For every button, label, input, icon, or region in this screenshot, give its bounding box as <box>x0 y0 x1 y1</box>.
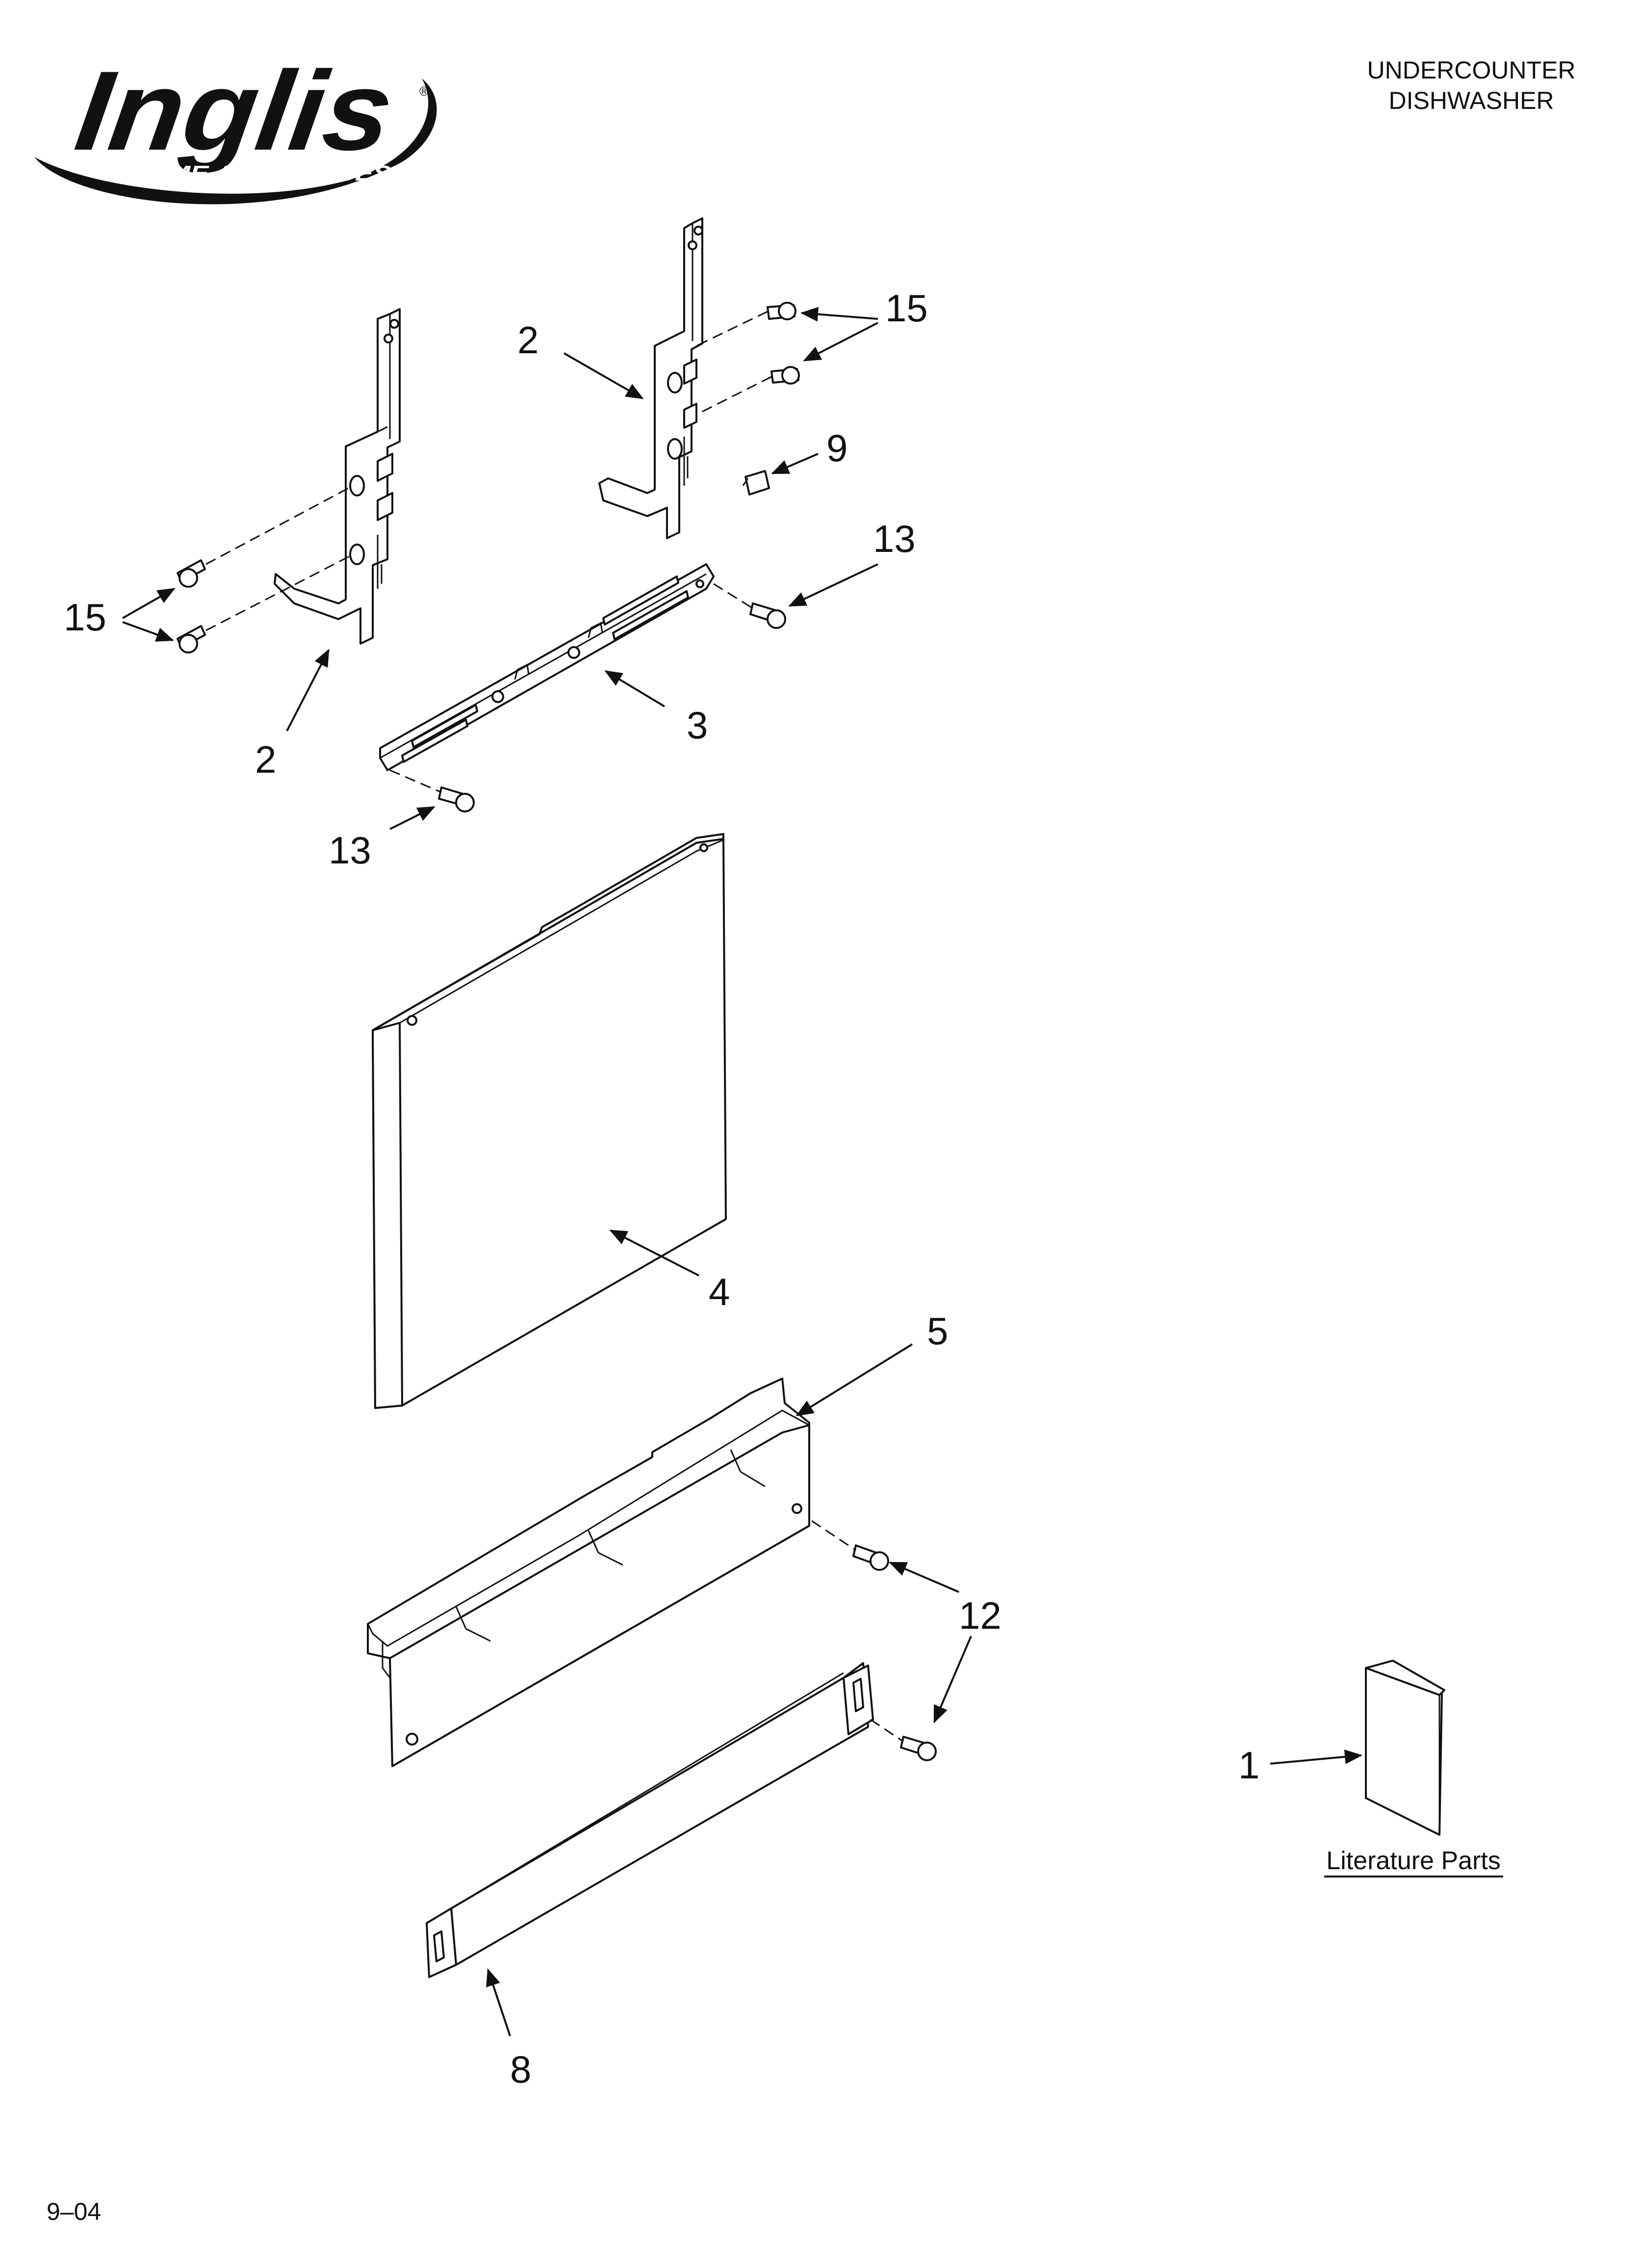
screw-12-upper <box>811 1520 889 1571</box>
literature-parts-caption: Literature Parts <box>1326 1847 1501 1875</box>
callout-13-upper: 13 <box>873 517 916 560</box>
inglis-logo: Inglis HOME APPLIANCES ® <box>34 48 437 205</box>
screw-13-upper <box>713 583 786 629</box>
screw-13-lower <box>389 769 475 812</box>
clip-9 <box>742 470 770 495</box>
callout-3: 3 <box>687 704 708 747</box>
callout-8: 8 <box>510 2048 531 2091</box>
callout-9: 9 <box>826 426 847 469</box>
literature-booklet <box>1365 1660 1445 1836</box>
hinge-bracket-left <box>274 308 401 645</box>
support-bar <box>379 563 715 771</box>
screw-15-right-lower <box>696 366 800 416</box>
callout-15-right: 15 <box>885 287 928 330</box>
toe-panel-bracket <box>367 1378 810 1767</box>
date-code: 9–04 <box>47 2198 101 2225</box>
callout-1: 1 <box>1238 1744 1259 1787</box>
callout-12: 12 <box>959 1594 1001 1637</box>
header-line-2: DISHWASHER <box>1388 87 1554 114</box>
callout-2-left: 2 <box>255 738 276 781</box>
logo-sub: HOME APPLIANCES <box>127 161 391 185</box>
screw-15-left-lower <box>177 553 354 653</box>
door-panel <box>372 833 727 1409</box>
screw-12-lower <box>870 1719 937 1761</box>
kick-plate <box>426 1662 874 1978</box>
callout-13-lower: 13 <box>329 829 371 872</box>
hinge-bracket-right <box>598 217 703 539</box>
leader-lines <box>122 307 1362 2036</box>
callout-15-left: 15 <box>64 596 106 639</box>
callout-4: 4 <box>709 1270 730 1313</box>
callout-2-right: 2 <box>517 318 539 362</box>
logo-word: Inglis <box>69 48 400 174</box>
logo-registered-mark: ® <box>419 84 429 99</box>
callout-numbers: 15 2 2 15 9 13 3 13 4 5 12 1 8 <box>64 287 1259 2091</box>
screw-15-left-upper <box>177 485 354 588</box>
callout-5: 5 <box>927 1309 948 1353</box>
header-line-1: UNDERCOUNTER <box>1367 56 1576 84</box>
screw-15-right-upper <box>696 302 796 347</box>
